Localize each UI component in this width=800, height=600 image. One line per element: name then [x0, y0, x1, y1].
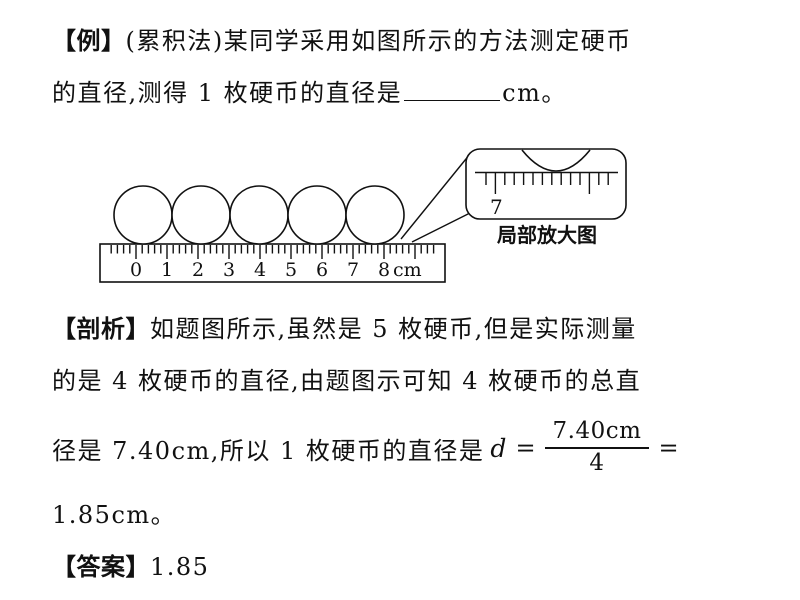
- equation-variable: d: [490, 433, 507, 463]
- equals-sign-1: =: [515, 434, 536, 462]
- fraction-numerator: 7.40cm: [544, 418, 650, 449]
- example-tag: 【例】: [52, 26, 126, 55]
- equals-sign-2: =: [658, 434, 679, 462]
- analysis-tag: 【剖析】: [52, 314, 150, 343]
- ruler-label-7: 7: [347, 259, 359, 281]
- magnifier-caption: 局部放大图: [496, 223, 597, 247]
- coin-circle-1: [113, 185, 173, 245]
- ruler-unit-label: cm: [393, 259, 422, 281]
- example-line-2: 的直径,测得 1 枚硬币的直径是 cm。: [52, 76, 758, 110]
- coins: [113, 185, 405, 245]
- coin-circle-2: [171, 185, 231, 245]
- callout-wedge-line-top: [400, 153, 471, 240]
- coins-on-ruler-figure: 0 1 2 3 4 5 6 7 8 cm: [99, 148, 627, 283]
- magnifier-callout-box: [465, 148, 627, 220]
- ruler-label-5: 5: [285, 259, 297, 281]
- coin-circle-4: [287, 185, 347, 245]
- ruler-label-2: 2: [192, 259, 204, 281]
- example-intro-text: (累积法)某同学采用如图所示的方法测定硬币: [125, 27, 632, 55]
- magnified-scale-number: 7: [490, 195, 503, 219]
- fraction: 7.40cm 4: [544, 418, 650, 477]
- analysis-text-2: 的是 4 枚硬币的直径,由题图示可知 4 枚硬币的总直: [52, 367, 642, 395]
- analysis-line-1: 【剖析】如题图所示,虽然是 5 枚硬币,但是实际测量: [52, 312, 758, 346]
- ruler-label-6: 6: [316, 259, 328, 281]
- analysis-result-line: 1.85cm。: [52, 498, 758, 532]
- ruler-label-1: 1: [161, 259, 173, 281]
- answer-value: 1.85: [150, 553, 210, 581]
- analysis-line-2: 的是 4 枚硬币的直径,由题图示可知 4 枚硬币的总直: [52, 364, 758, 398]
- answer-line: 【答案】1.85: [52, 550, 758, 584]
- answer-tag: 【答案】: [52, 552, 150, 581]
- example-unit-text: cm。: [502, 79, 567, 107]
- ruler-numbers: 0 1 2 3 4 5 6 7 8 cm: [130, 259, 422, 281]
- diameter-equation: d = 7.40cm 4 =: [484, 418, 683, 477]
- coin-circle-3: [229, 185, 289, 245]
- ruler-ticks: [110, 245, 435, 259]
- measurement-diagram: 0 1 2 3 4 5 6 7 8 cm: [0, 128, 800, 298]
- coin-circle-5: [345, 185, 405, 245]
- magnified-scale-ticks: [485, 173, 609, 194]
- answer-blank-line: [404, 76, 501, 101]
- ruler-label-8: 8: [378, 259, 390, 281]
- fraction-denominator: 4: [589, 450, 605, 476]
- analysis-text-3: 径是 7.40cm,所以 1 枚硬币的直径是: [52, 436, 485, 465]
- ruler-label-0: 0: [130, 259, 142, 281]
- analysis-equation-line: 径是 7.40cm,所以 1 枚硬币的直径是 d = 7.40cm 4 =: [52, 416, 758, 480]
- callout-wedge-line-bottom: [411, 212, 471, 243]
- ruler-label-3: 3: [223, 259, 235, 281]
- example-line-1: 【例】(累积法)某同学采用如图所示的方法测定硬币: [52, 24, 758, 58]
- analysis-text-1: 如题图所示,虽然是 5 枚硬币,但是实际测量: [150, 315, 637, 343]
- magnified-coin-edge-arc: [521, 149, 591, 172]
- analysis-result-value: 1.85cm。: [52, 501, 177, 529]
- example-question-text: 的直径,测得 1 枚硬币的直径是: [52, 79, 403, 107]
- ruler-label-4: 4: [254, 259, 266, 281]
